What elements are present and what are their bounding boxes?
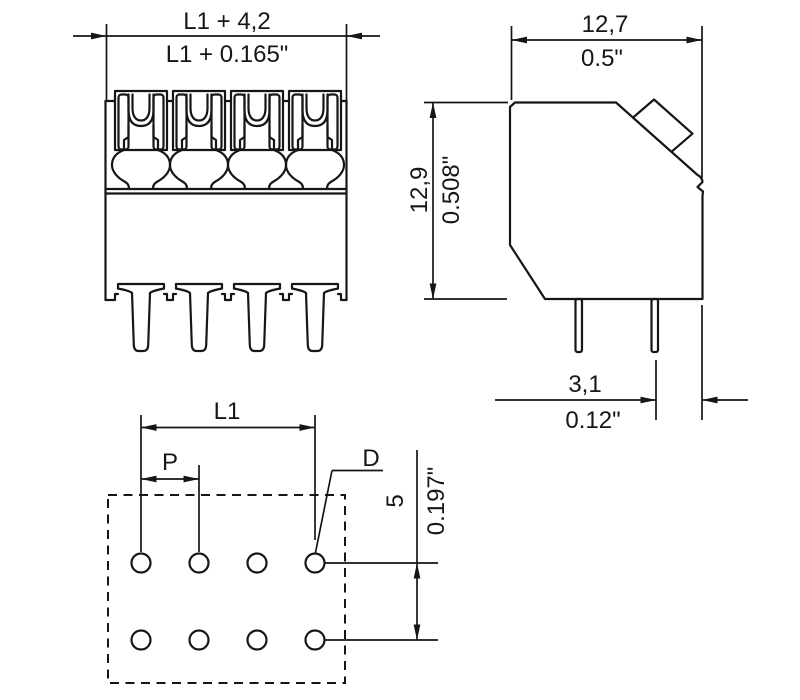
arrowhead <box>702 396 718 404</box>
arrowhead <box>640 396 656 404</box>
arrowhead <box>299 424 315 431</box>
dim-depth-imperial: 0.5" <box>581 45 623 72</box>
dim-row-spacing-imperial: 0.197" <box>423 467 450 536</box>
dim-row-spacing-metric: 5 <box>382 494 409 507</box>
dim-length: L1 <box>140 398 316 552</box>
side-view-pin <box>650 297 660 354</box>
side-view-actuator-button <box>631 98 694 153</box>
arrowhead <box>141 424 157 431</box>
dim-pitch-label: P <box>162 449 178 476</box>
front-view: L1 + 4,2 L1 + 0.165" <box>73 8 380 353</box>
dim-row-spacing: 5 0.197" <box>325 450 450 641</box>
arrowhead <box>511 36 527 44</box>
side-view: 12,7 0.5" 12,9 0.508" 3,1 0.12" <box>406 11 748 434</box>
dim-height-imperial: 0.508" <box>438 156 465 225</box>
hole-diameter-label: D <box>362 445 379 472</box>
hole-diameter-callout: D <box>314 445 383 553</box>
dim-depth-metric: 12,7 <box>582 11 629 38</box>
dim-total-length: L1 + 4,2 L1 + 0.165" <box>73 8 380 100</box>
arrowhead <box>141 475 157 483</box>
dim-height-metric: 12,9 <box>406 167 433 214</box>
dim-total-length-imperial: L1 + 0.165" <box>166 41 289 68</box>
dim-total-length-metric: L1 + 4,2 <box>183 8 270 35</box>
arrowhead <box>413 563 421 579</box>
arrowhead <box>429 283 437 299</box>
arrowhead <box>686 36 702 44</box>
pole-units <box>110 89 346 191</box>
dim-height: 12,9 0.508" <box>406 101 508 300</box>
arrowhead <box>429 102 437 118</box>
arrowhead <box>183 475 199 483</box>
dim-pin-offset-metric: 3,1 <box>568 371 601 398</box>
pcb-outline <box>107 494 346 684</box>
side-view-pin <box>574 297 584 354</box>
drill-holes <box>130 552 326 651</box>
dim-length-label: L1 <box>214 398 241 425</box>
front-view-body <box>104 89 348 353</box>
front-view-flange-lines <box>104 187 348 195</box>
dim-pin-offset-imperial: 0.12" <box>565 407 620 434</box>
dim-depth: 12,7 0.5" <box>510 11 703 178</box>
front-pins <box>116 282 340 353</box>
footprint-view: L1 P D 5 0.197" <box>107 398 450 684</box>
arrowhead <box>346 32 362 40</box>
arrowhead <box>91 32 107 40</box>
front-view-bottom-edge <box>104 292 348 302</box>
dim-pitch: P <box>141 449 200 552</box>
dim-pin-offset: 3,1 0.12" <box>495 305 748 434</box>
arrowhead <box>413 624 421 640</box>
